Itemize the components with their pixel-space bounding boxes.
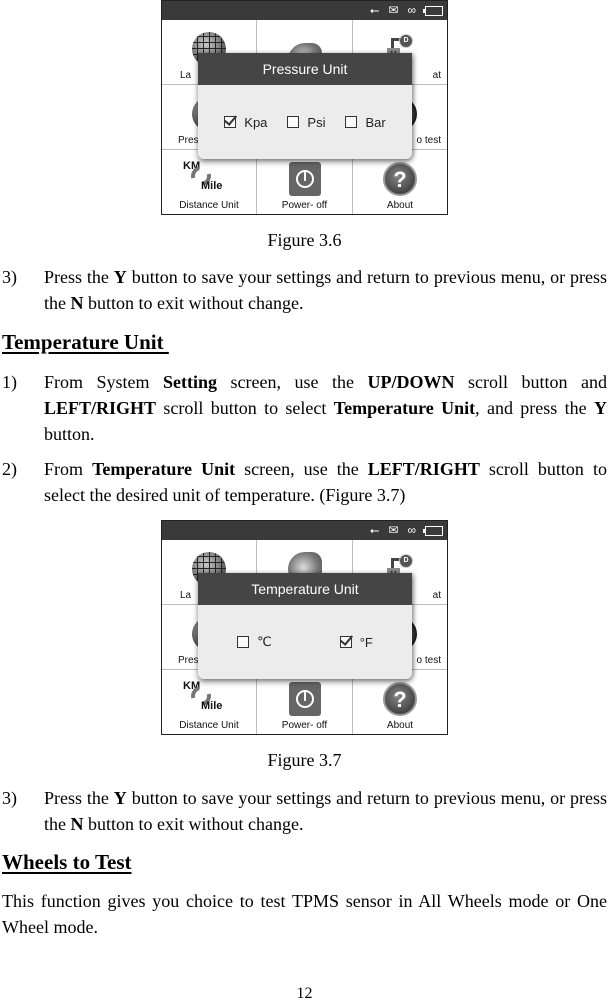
grid-item-label: About bbox=[386, 200, 414, 211]
option-label: Psi bbox=[307, 114, 326, 130]
option-bar[interactable]: Bar bbox=[345, 114, 386, 130]
power-icon bbox=[288, 162, 321, 196]
link-icon: ∞ bbox=[407, 3, 416, 17]
battery-icon bbox=[423, 525, 443, 536]
grid-item-power-off[interactable]: Power- off bbox=[257, 150, 353, 214]
section-heading-wheels-to-test: Wheels to Test bbox=[2, 850, 132, 874]
grid-item-label: La bbox=[180, 70, 192, 81]
dialog-options: Kpa Psi Bar bbox=[198, 85, 412, 159]
step-number: 1) bbox=[2, 372, 17, 392]
message-icon: ✉ bbox=[388, 3, 399, 17]
checkbox-checked-icon[interactable] bbox=[224, 116, 237, 128]
dialog-title: Temperature Unit bbox=[198, 573, 412, 605]
message-icon: ✉ bbox=[388, 523, 399, 537]
battery-icon bbox=[423, 5, 443, 16]
grid-item-label: at bbox=[432, 70, 441, 81]
about-icon: ? bbox=[383, 162, 417, 196]
grid-item-about[interactable]: ? About bbox=[353, 150, 447, 214]
step-3-save: 3) Press the Y button to save your setti… bbox=[2, 264, 607, 316]
step-2-choose: 2) From Temperature Unit screen, use the… bbox=[2, 456, 607, 508]
option-label: Kpa bbox=[244, 114, 268, 130]
grid-item-power-off[interactable]: Power- off bbox=[257, 670, 353, 734]
option-celsius[interactable]: ℃ bbox=[237, 634, 272, 650]
grid-item-label: Pres bbox=[178, 135, 199, 146]
grid-item-label: About bbox=[386, 720, 414, 731]
usb-icon: ⭠ bbox=[369, 3, 380, 17]
km-mile-icon: KM Mile bbox=[183, 680, 223, 712]
option-psi[interactable]: Psi bbox=[287, 115, 325, 130]
option-label: ℃ bbox=[257, 634, 272, 649]
grid-item-distance-unit[interactable]: KM Mile Distance Unit bbox=[162, 670, 257, 734]
section-heading-temperature-unit: Temperature Unit bbox=[2, 330, 169, 354]
checkbox-icon[interactable] bbox=[237, 636, 250, 648]
usb-icon: ⭠ bbox=[369, 523, 380, 537]
temperature-unit-screenshot: ⭠ ✉ ∞ La HD at Pres bbox=[161, 520, 448, 735]
step-number: 2) bbox=[2, 459, 17, 479]
step-3-save: 3) Press the Y button to save your setti… bbox=[2, 785, 607, 837]
grid-item-label: La bbox=[180, 590, 192, 601]
pressure-unit-screenshot: ⭠ ✉ ∞ La HD at Pres bbox=[161, 0, 448, 215]
dialog-options: ℃ °F bbox=[198, 605, 412, 679]
km-mile-icon: KM Mile bbox=[183, 160, 223, 192]
grid-item-label: at bbox=[432, 590, 441, 601]
step-text: Press the Y button to save your settings… bbox=[44, 267, 607, 313]
status-bar: ⭠ ✉ ∞ bbox=[162, 1, 447, 20]
grid-item-label: o test bbox=[416, 135, 441, 146]
about-icon: ? bbox=[383, 682, 417, 716]
dialog-title: Pressure Unit bbox=[198, 53, 412, 85]
grid-item-label: o test bbox=[416, 655, 441, 666]
temperature-unit-dialog: Temperature Unit ℃ °F bbox=[198, 573, 412, 679]
step-1-select: 1) From System Setting screen, use the U… bbox=[2, 369, 607, 447]
step-text: From Temperature Unit screen, use the LE… bbox=[44, 459, 607, 505]
option-label: Bar bbox=[365, 114, 386, 130]
step-number: 3) bbox=[2, 788, 17, 808]
option-label: °F bbox=[359, 634, 373, 650]
grid-item-about[interactable]: ? About bbox=[353, 670, 447, 734]
link-icon: ∞ bbox=[407, 523, 416, 537]
checkbox-icon[interactable] bbox=[345, 116, 358, 128]
option-kpa[interactable]: Kpa bbox=[224, 115, 267, 130]
grid-item-label: Power- off bbox=[281, 720, 328, 731]
checkbox-checked-icon[interactable] bbox=[339, 636, 352, 648]
grid-item-distance-unit[interactable]: KM Mile Distance Unit bbox=[162, 150, 257, 214]
status-bar: ⭠ ✉ ∞ bbox=[162, 521, 447, 540]
grid-item-label: Distance Unit bbox=[179, 200, 239, 211]
page-number: 12 bbox=[296, 985, 313, 1002]
figure-caption: Figure 3.6 bbox=[267, 230, 342, 250]
option-fahrenheit[interactable]: °F bbox=[339, 634, 373, 650]
grid-item-label: Distance Unit bbox=[179, 720, 239, 731]
power-icon bbox=[288, 682, 321, 716]
step-text: From System Setting screen, use the UP/D… bbox=[44, 372, 608, 444]
wheels-paragraph: This function gives you choice to test T… bbox=[2, 891, 607, 937]
step-text: Press the Y button to save your settings… bbox=[44, 788, 607, 834]
grid-item-label: Pres bbox=[178, 655, 199, 666]
step-number: 3) bbox=[2, 267, 17, 287]
checkbox-icon[interactable] bbox=[287, 116, 300, 128]
grid-item-label: Power- off bbox=[281, 200, 328, 211]
pressure-unit-dialog: Pressure Unit Kpa Psi Bar bbox=[198, 53, 412, 159]
figure-caption: Figure 3.7 bbox=[267, 750, 342, 770]
